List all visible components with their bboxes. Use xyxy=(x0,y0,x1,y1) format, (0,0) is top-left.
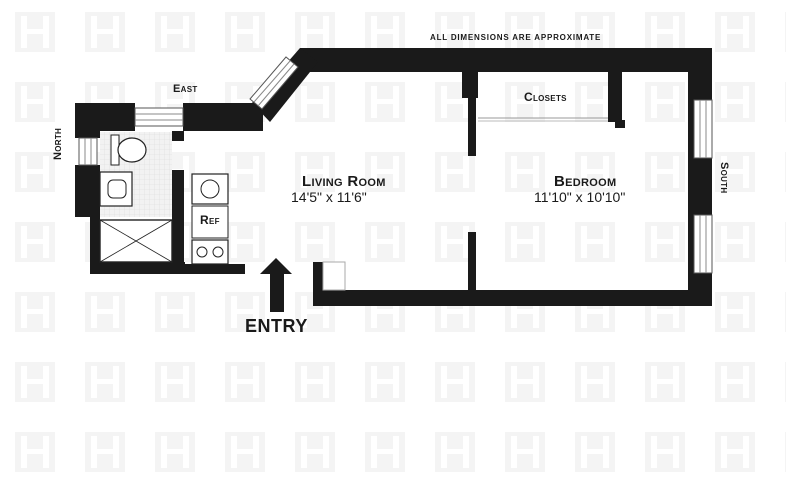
entry-label: ENTRY xyxy=(245,316,308,336)
wall-bedroom-top xyxy=(462,72,478,98)
refrigerator xyxy=(191,205,229,239)
wall-bath-kitchen-top xyxy=(172,131,184,141)
wall-left-mid xyxy=(75,165,100,217)
wall-top xyxy=(300,48,712,72)
living-room-dimensions: 14'5" x 11'6" xyxy=(291,189,367,205)
window-east xyxy=(134,107,184,127)
bedroom-label: Bedroom xyxy=(554,173,617,190)
dimensions-note: ALL DIMENSIONS ARE APPROXIMATE xyxy=(430,33,602,42)
bath-sink-basin xyxy=(107,179,127,199)
wall-left-bottom xyxy=(90,215,100,273)
wall-bath-bottom xyxy=(90,262,185,274)
wall-east-right xyxy=(183,103,263,131)
wall-entry-left xyxy=(185,264,245,274)
wall-diagonal xyxy=(252,48,318,122)
wall-bedroom-lower xyxy=(468,232,476,294)
wall-bottom xyxy=(313,290,712,306)
living-room-label: Living Room xyxy=(302,173,386,190)
wall-closet-end xyxy=(608,72,622,122)
wall-bedroom-upper xyxy=(468,98,476,156)
compass-south-label: South xyxy=(718,162,730,194)
window-south-lower xyxy=(693,214,713,274)
bath-sink xyxy=(99,171,133,207)
walls xyxy=(75,48,712,306)
compass-north-label: North xyxy=(52,127,64,160)
windows xyxy=(78,56,713,274)
window-south-upper xyxy=(693,99,713,159)
wall-east-left xyxy=(95,103,135,131)
entry-closet xyxy=(322,261,346,291)
ref-label: Ref xyxy=(200,213,220,227)
wall-entry-right-jamb xyxy=(313,262,323,306)
wall-left-top xyxy=(75,103,100,138)
wall-closet-stub xyxy=(615,120,625,128)
compass-east-label: East xyxy=(173,83,198,95)
wall-bath-kitchen xyxy=(172,170,184,274)
toilet-bowl xyxy=(117,137,147,163)
fixtures xyxy=(99,117,608,291)
window-north xyxy=(78,137,98,166)
kitchen-sink-basin xyxy=(200,179,220,199)
closets-label: Closets xyxy=(524,90,567,104)
entry-arrow-icon xyxy=(260,258,292,312)
bedroom-dimensions: 11'10" x 10'10" xyxy=(534,189,626,205)
